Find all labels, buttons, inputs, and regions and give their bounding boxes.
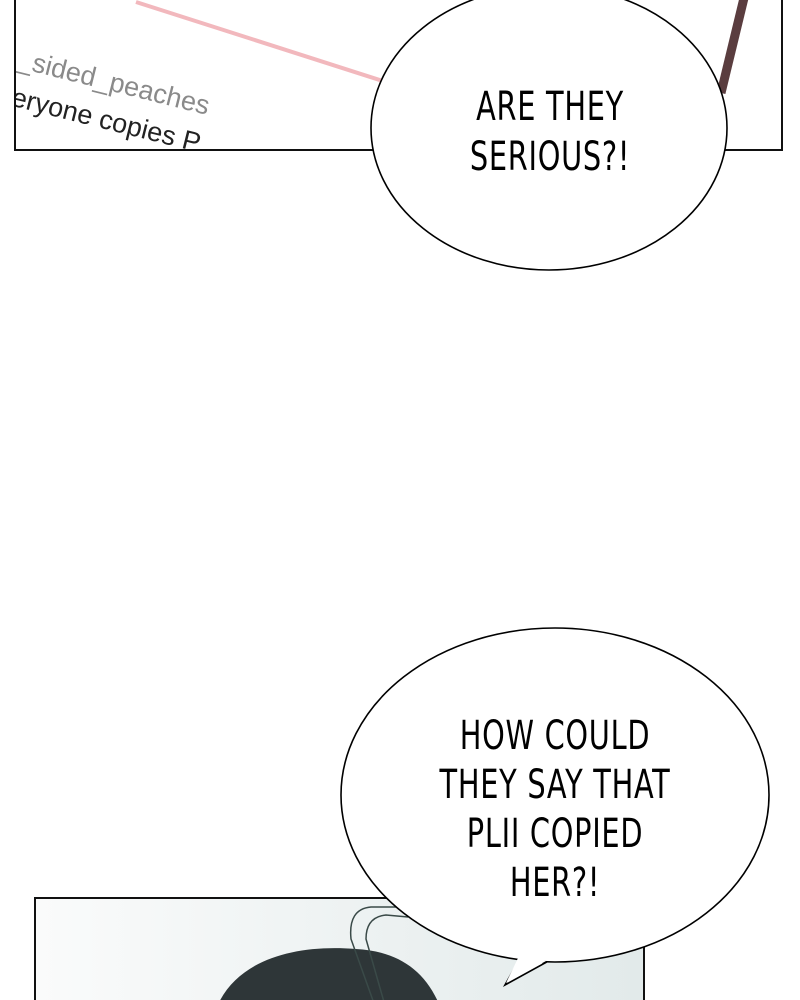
brown-stroke	[716, 0, 749, 95]
bubble-line: THEY SAY THAT	[439, 762, 671, 808]
bubble-line: HER?!	[509, 860, 601, 906]
speech-bubble-2-shape	[340, 627, 770, 988]
bubble-line: PLII COPIED	[466, 811, 644, 857]
hair-shape	[220, 948, 438, 1000]
speech-bubble-2-text: HOW COULD THEY SAY THAT PLII COPIED HER?…	[433, 712, 678, 908]
bubble-line: SERIOUS?!	[469, 134, 631, 180]
bubble-line: HOW COULD	[459, 713, 651, 759]
bubble-line: ARE THEY	[476, 84, 624, 130]
speech-bubble-1-shape	[370, 0, 728, 271]
panel-art	[220, 906, 438, 1000]
pink-line	[135, 0, 387, 84]
speech-bubble-1-text: ARE THEY SERIOUS?!	[456, 82, 643, 182]
panel-art	[135, 0, 749, 95]
